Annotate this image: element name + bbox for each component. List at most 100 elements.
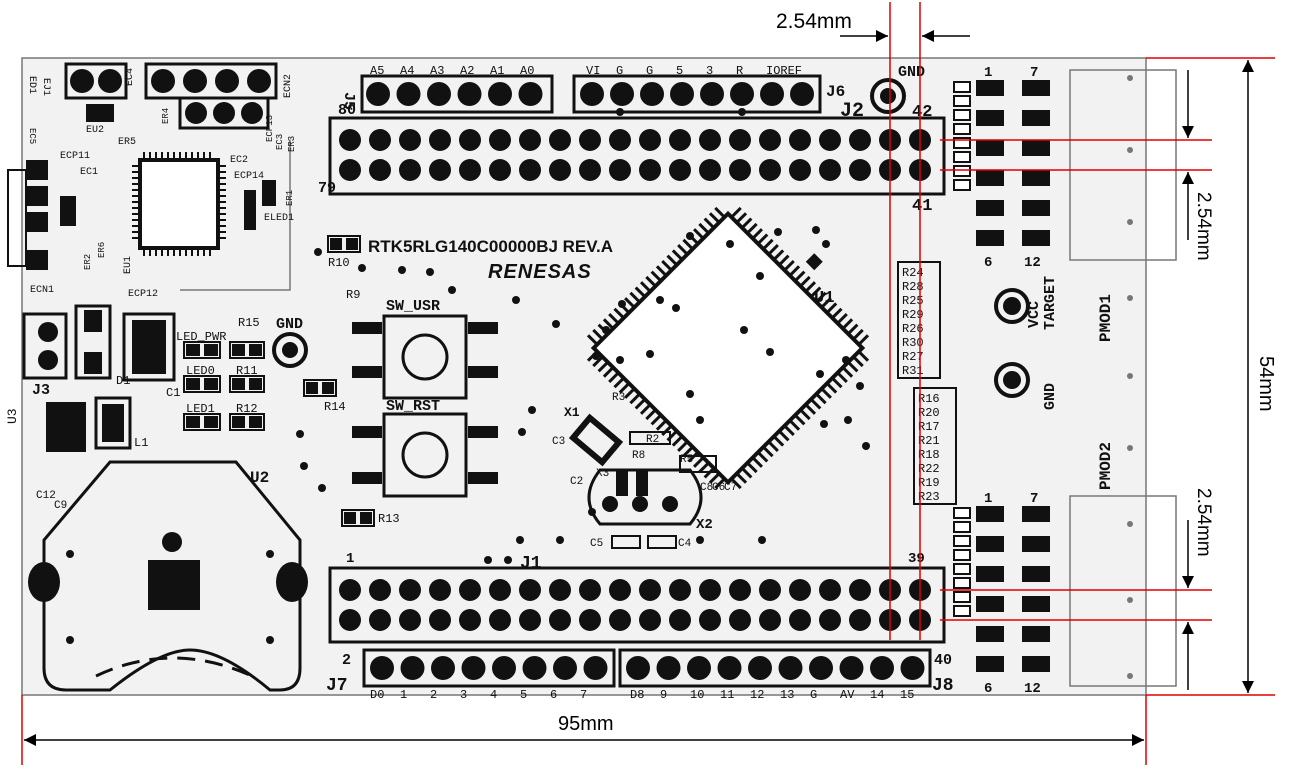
silk-j7: J7: [326, 676, 348, 696]
header-pin: [819, 129, 841, 151]
header-pin: [518, 82, 543, 106]
silk-ec4: EC4: [125, 68, 136, 86]
header-pin: [669, 129, 691, 151]
header-pin: [819, 609, 841, 631]
silk-r15: R15: [238, 316, 260, 330]
silk-resistor-label: R17: [918, 420, 940, 434]
header-pin: [699, 579, 721, 601]
silk-pmod1-1: 1: [984, 65, 992, 81]
header-pin: [610, 82, 634, 106]
header-pin: [549, 129, 571, 151]
silk-ej1: EJ1: [40, 78, 51, 96]
silk-ecn2: ECN2: [283, 74, 294, 98]
silk-pmod2-12: 12: [1024, 681, 1041, 697]
header-pin: [789, 579, 811, 601]
header-pin: [790, 82, 814, 106]
silk-sw-rst: SW_RST: [386, 398, 440, 415]
header-pin: [900, 656, 925, 680]
silk-pin80: 80: [338, 102, 356, 119]
header-pin: [366, 82, 390, 106]
silk-j5: J5: [340, 92, 357, 110]
switch-sw-rst: [352, 412, 498, 498]
header-pin: [427, 82, 451, 106]
renesas-logo: RENESAS: [488, 261, 592, 283]
header-pin: [839, 656, 864, 680]
battery-holder-u2: [28, 460, 308, 692]
header-pin: [459, 579, 481, 601]
silk-r8: R8: [632, 450, 645, 462]
header-pin: [579, 129, 601, 151]
header-pin: [579, 579, 601, 601]
header-pin: [759, 579, 781, 601]
silk-c4: C4: [678, 538, 692, 550]
header-pin: [609, 129, 631, 151]
silk-j1: J1: [520, 554, 542, 574]
usb-pads: [26, 160, 76, 270]
silk-led1: LED1: [186, 402, 215, 416]
header-pin: [669, 609, 691, 631]
silk-u2: U2: [250, 469, 269, 487]
silk-pmod1: PMOD1: [1097, 294, 1115, 342]
cap-c1: [122, 312, 176, 382]
silk-pmod2-7: 7: [1030, 491, 1038, 507]
header-pin: [399, 579, 421, 601]
header-pin: [809, 656, 833, 680]
header-pin: [549, 159, 571, 181]
silk-j8: J8: [932, 676, 954, 696]
header-pin: [549, 609, 571, 631]
diode-d1: [74, 304, 112, 380]
dim-pmod2-pitch: 2.54mm: [1193, 488, 1214, 557]
dimension-guides: [21, 2, 1275, 765]
header-pin: [459, 129, 481, 151]
silk-er3: ER3: [287, 136, 297, 152]
emulator-cut-line: [180, 140, 291, 291]
silk-c8: C8: [700, 482, 713, 494]
silk-ecp11: ECP11: [60, 151, 90, 162]
silk-ed1: ED1: [26, 76, 37, 94]
silk-pin2: 2: [342, 652, 351, 669]
header-pin: [849, 129, 871, 151]
header-pin: [580, 82, 604, 106]
header-pin: [730, 82, 754, 106]
silk-resistor-label: R25: [902, 294, 924, 308]
silk-gnd-top: GND: [898, 64, 925, 81]
header-pin: [583, 656, 608, 680]
silk-led-pwr: LED_PWR: [176, 330, 226, 344]
silk-pmod1-12: 12: [1024, 255, 1041, 271]
header-pin: [609, 159, 631, 181]
header-j1: [328, 566, 946, 644]
silk-j6: J6: [826, 83, 845, 101]
header-pin: [519, 609, 541, 631]
silk-c12: C12: [36, 490, 56, 502]
header-pin: [849, 579, 871, 601]
header-pin: [369, 579, 391, 601]
resistor-network-a: [897, 261, 941, 379]
silk-ecp13: ECP13: [265, 115, 275, 142]
silk-ecp14: ECP14: [234, 171, 264, 182]
silk-resistor-label: R19: [918, 476, 940, 490]
silk-sw-usr: SW_USR: [386, 298, 440, 315]
header-pin: [729, 129, 751, 151]
header-pin: [729, 579, 751, 601]
header-pin: [549, 579, 571, 601]
silk-er2: ER2: [83, 254, 93, 270]
pmod1-outline: [1069, 69, 1177, 261]
header-pin: [656, 656, 681, 680]
header-pin: [488, 82, 512, 106]
header-pin: [519, 579, 541, 601]
header-pin: [639, 159, 661, 181]
testpoint-gnd-right: [994, 362, 1030, 398]
header-pin: [699, 129, 721, 151]
header-pin: [717, 656, 742, 680]
eled1-pad: [244, 190, 256, 230]
silk-r10: R10: [328, 256, 350, 270]
header-pin: [522, 656, 547, 680]
header-pin: [429, 609, 451, 631]
silk-er1: ER1: [285, 190, 295, 206]
header-pin: [760, 82, 784, 106]
silk-pmod2: PMOD2: [1097, 442, 1115, 490]
